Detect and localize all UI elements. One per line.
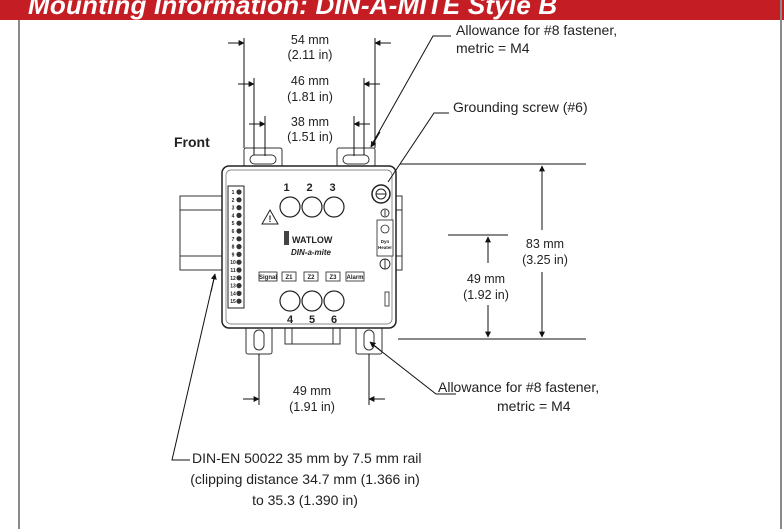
dimension-54 — [228, 38, 391, 148]
terminal-screw-icon — [236, 259, 242, 265]
warning-triangle-icon: ! — [261, 208, 279, 225]
brand-bar — [284, 231, 289, 245]
terminal-screw-icon — [236, 197, 242, 203]
terminal-screw-icon — [236, 251, 242, 257]
dim-54-mm: 54 mm — [291, 33, 329, 47]
page-title: Mounting Information: DIN-A-MITE Style B — [28, 0, 558, 20]
svg-text:!: ! — [269, 214, 272, 224]
top-number-2: 2 — [306, 182, 312, 194]
dim-54-in: (2.11 in) — [288, 48, 333, 62]
dimension-38 — [249, 116, 370, 156]
terminal-number: 12 — [230, 276, 236, 282]
brand-logo: WATLOW — [292, 235, 333, 245]
grounding-label: Grounding screw (#6) — [453, 99, 588, 115]
status-label-z1: Z1 — [285, 275, 293, 281]
top-number-3: 3 — [329, 182, 335, 194]
adjustment-screw-icon — [379, 258, 391, 270]
terminal-screw-icon — [236, 189, 242, 195]
controller-housing — [221, 165, 397, 329]
dim-38-in: (1.51 in) — [287, 130, 333, 144]
dim-46-in: (1.81 in) — [287, 90, 333, 104]
bottom-number-5: 5 — [309, 314, 315, 326]
fastener-top-line1: Allowance for #8 fastener, — [456, 22, 617, 38]
terminal-number: 14 — [230, 291, 236, 297]
side-label-heater: Heater — [378, 245, 392, 250]
rail-leader — [171, 273, 217, 461]
terminal-screw-icon — [236, 275, 242, 281]
terminal-number: 9 — [232, 252, 235, 258]
dim-49v-in: (1.92 in) — [463, 288, 509, 302]
frame-right-border — [780, 0, 782, 529]
fastener-top-line2: metric = M4 — [456, 40, 530, 56]
status-labels: Signal Z1 Z2 Z3 Alarm — [258, 271, 365, 282]
side-connector — [384, 291, 390, 307]
header-bar: Mounting Information: DIN-A-MITE Style B — [0, 0, 784, 20]
terminal-number: 11 — [230, 268, 236, 274]
bottom-indicator-circles — [279, 290, 345, 312]
rail-line2: (clipping distance 34.7 mm (1.366 in) — [190, 471, 420, 487]
rail-line1: DIN-EN 50022 35 mm by 7.5 mm rail — [192, 450, 422, 466]
terminal-screw-icon — [236, 236, 242, 242]
terminal-number: 15 — [230, 299, 236, 305]
dim-38-mm: 38 mm — [291, 115, 329, 129]
dim-46-mm: 46 mm — [291, 74, 329, 88]
terminal-screw-icon — [236, 220, 242, 226]
dimension-49-vertical — [448, 234, 508, 340]
fastener-bottom-line2: metric = M4 — [497, 398, 571, 414]
frame-left-border — [18, 20, 20, 529]
status-label-signal: Signal — [259, 275, 277, 281]
model-logo: DIN-a-mite — [291, 248, 332, 257]
dimension-46 — [238, 78, 380, 155]
dim-49v-mm: 49 mm — [467, 272, 505, 286]
terminal-screw-icon — [236, 283, 242, 289]
terminal-number: 6 — [232, 229, 235, 235]
terminal-number: 4 — [232, 213, 235, 219]
dimension-49-horizontal — [243, 354, 385, 405]
top-indicator-circles — [279, 196, 345, 218]
grounding-leader — [387, 112, 449, 183]
terminal-screw-icon — [236, 244, 242, 250]
terminal-number: 7 — [232, 237, 235, 243]
dim-83-in: (3.25 in) — [522, 253, 568, 267]
terminal-screw-icon — [236, 212, 242, 218]
status-label-alarm: Alarm — [346, 275, 363, 281]
dimension-83 — [398, 163, 586, 340]
terminal-screw-icon — [236, 298, 242, 304]
dim-49h-in: (1.91 in) — [289, 400, 335, 414]
front-label: Front — [174, 134, 210, 150]
dim-49h-mm: 49 mm — [293, 384, 331, 398]
terminal-number: 1 — [232, 190, 235, 196]
status-label-z2: Z2 — [307, 275, 315, 281]
status-label-z3: Z3 — [329, 275, 337, 281]
terminal-number: 3 — [232, 206, 235, 212]
terminal-screw-icon — [236, 205, 242, 211]
grounding-screw-icon — [371, 184, 391, 204]
bottom-mounting-tabs — [245, 325, 383, 355]
bottom-number-6: 6 — [331, 314, 337, 326]
fastener-top-leader — [370, 35, 451, 148]
side-label-dyn: Dyn — [381, 239, 390, 244]
rail-line3: to 35.3 (1.390 in) — [252, 492, 358, 508]
ground-symbol-icon — [380, 208, 390, 218]
fastener-bottom-line1: Allowance for #8 fastener, — [438, 379, 599, 395]
terminal-screw-icon — [236, 290, 242, 296]
terminal-number: 8 — [232, 245, 235, 251]
bottom-number-4: 4 — [287, 314, 294, 326]
terminal-number: 10 — [230, 260, 236, 266]
terminal-number: 5 — [232, 221, 235, 227]
top-number-1: 1 — [283, 182, 289, 194]
dim-83-mm: 83 mm — [526, 237, 564, 251]
terminal-number: 2 — [232, 198, 235, 204]
terminal-screw-icon — [236, 267, 242, 273]
terminal-number: 13 — [230, 284, 236, 290]
side-control-panel: Dyn Heater — [376, 219, 394, 257]
terminal-screw-icon — [236, 228, 242, 234]
